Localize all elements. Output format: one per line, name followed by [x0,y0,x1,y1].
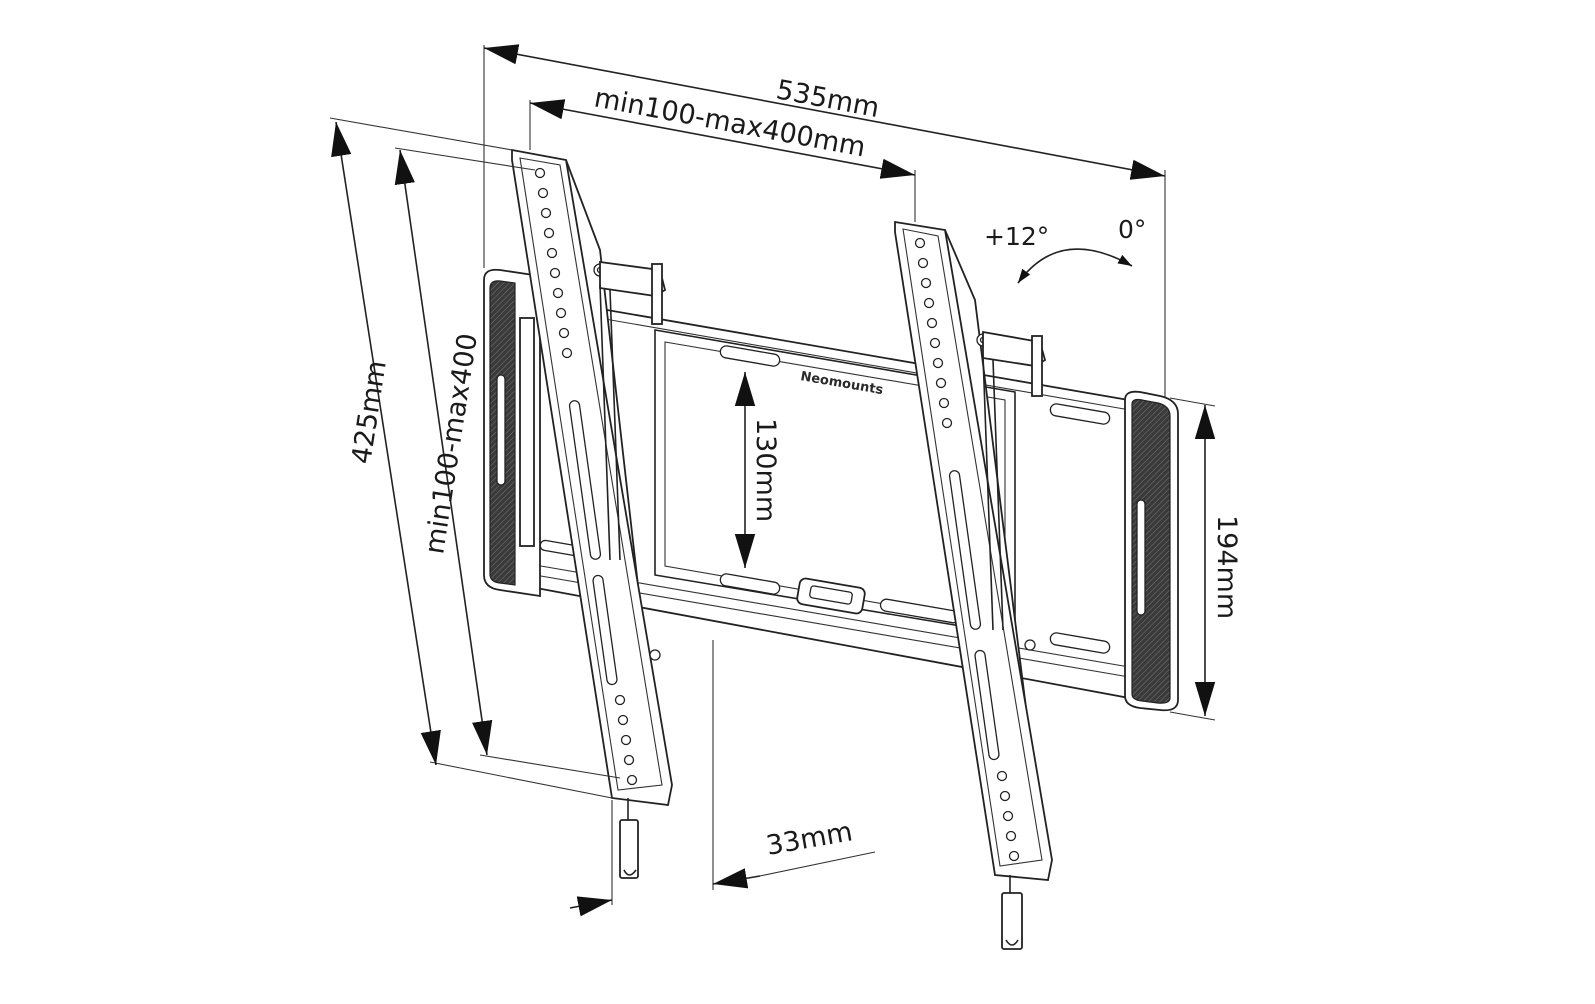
left-end-cap [483,268,541,598]
vesa-height-label: min100-max400 [419,331,484,556]
tilt-min-label: 0° [1118,215,1146,244]
overall-width-label: 535mm [774,74,882,124]
overall-height-label: 425mm [346,358,393,466]
tilt-max-label: +12° [984,222,1049,251]
right-bracket-arm [894,220,1053,950]
right-arm-holes [914,237,1020,862]
tilt-indicator: +12° 0° [984,215,1146,284]
wall-distance-label: 33mm [764,816,855,862]
plate-height-label: 194mm [1211,515,1242,619]
right-end-cap [1124,390,1179,712]
left-bracket-arm [511,148,673,879]
dim-plate-height: 194mm [1169,397,1242,721]
dim-rail-spacing: 130mm [734,372,781,568]
rail-spacing-label: 130mm [750,418,781,522]
